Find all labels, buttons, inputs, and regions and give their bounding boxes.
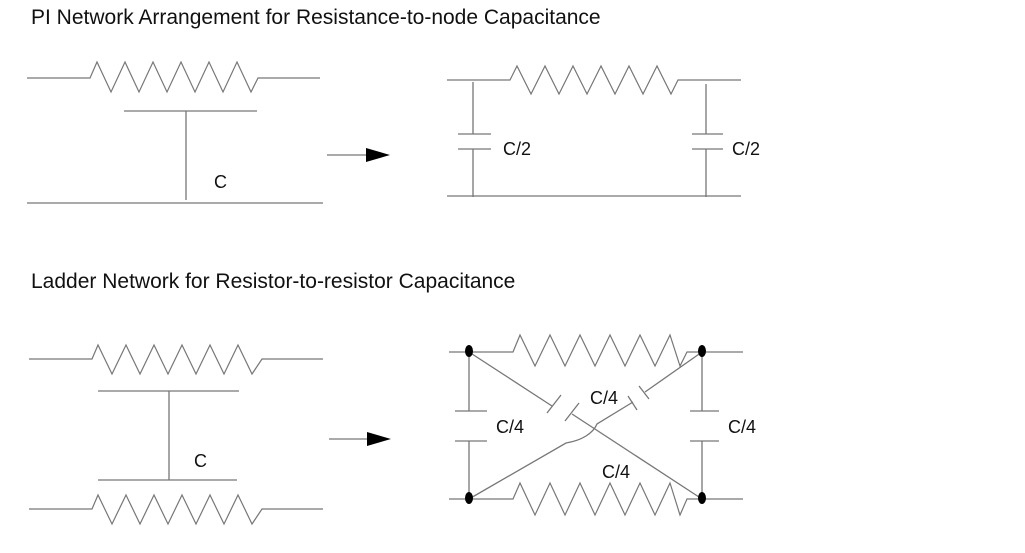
ladder-diag1-plate-a bbox=[546, 394, 562, 414]
arrow-right-icon bbox=[366, 148, 390, 162]
pi-network-title: PI Network Arrangement for Resistance-to… bbox=[31, 6, 601, 29]
node-bottom-left bbox=[465, 492, 473, 504]
ladder-original-circuit: C bbox=[29, 343, 323, 526]
ladder-diag1-lead-b bbox=[571, 413, 703, 500]
ladder-network-title: Ladder Network for Resistor-to-resistor … bbox=[31, 270, 516, 293]
node-top-left bbox=[465, 345, 473, 357]
ladder-bottom-resistor bbox=[449, 481, 743, 517]
ladder-right-cap-label: C/4 bbox=[728, 417, 756, 437]
ladder-original-bottom-resistor bbox=[29, 493, 323, 526]
ladder-original-cap-label: C bbox=[194, 451, 207, 471]
pi-transform-arrow bbox=[327, 148, 390, 162]
ladder-diag2-lead-b bbox=[644, 351, 703, 393]
ladder-left-cap-label: C/4 bbox=[496, 417, 524, 437]
ladder-diag-bottom-cap-label: C/4 bbox=[602, 462, 630, 482]
arrow-right-icon bbox=[367, 432, 391, 446]
pi-original-cap-label: C bbox=[214, 172, 227, 192]
ladder-diag2-lead-a bbox=[468, 401, 634, 500]
ladder-transform-arrow bbox=[329, 432, 391, 446]
ladder-original-top-resistor bbox=[29, 343, 323, 376]
pi-original-resistor bbox=[27, 60, 320, 94]
ladder-equivalent-circuit: C/4 C/4 C/4 C/4 bbox=[449, 333, 756, 517]
node-bottom-right bbox=[698, 492, 706, 504]
pi-right-cap-label: C/2 bbox=[732, 139, 760, 159]
pi-left-cap-label: C/2 bbox=[503, 139, 531, 159]
ladder-diag2-plate-a bbox=[627, 395, 638, 411]
ladder-diag1-plate-b bbox=[564, 402, 580, 422]
pi-equivalent-resistor bbox=[447, 64, 741, 96]
pi-original-circuit: C bbox=[27, 60, 323, 204]
ladder-diag-top-cap-label: C/4 bbox=[590, 388, 618, 408]
ladder-diag1-lead-a bbox=[468, 351, 553, 407]
node-top-right bbox=[698, 345, 706, 357]
pi-equivalent-circuit: C/2 C/2 bbox=[447, 64, 760, 197]
ladder-top-resistor bbox=[449, 333, 743, 368]
ladder-diag2-plate-b bbox=[638, 385, 650, 400]
